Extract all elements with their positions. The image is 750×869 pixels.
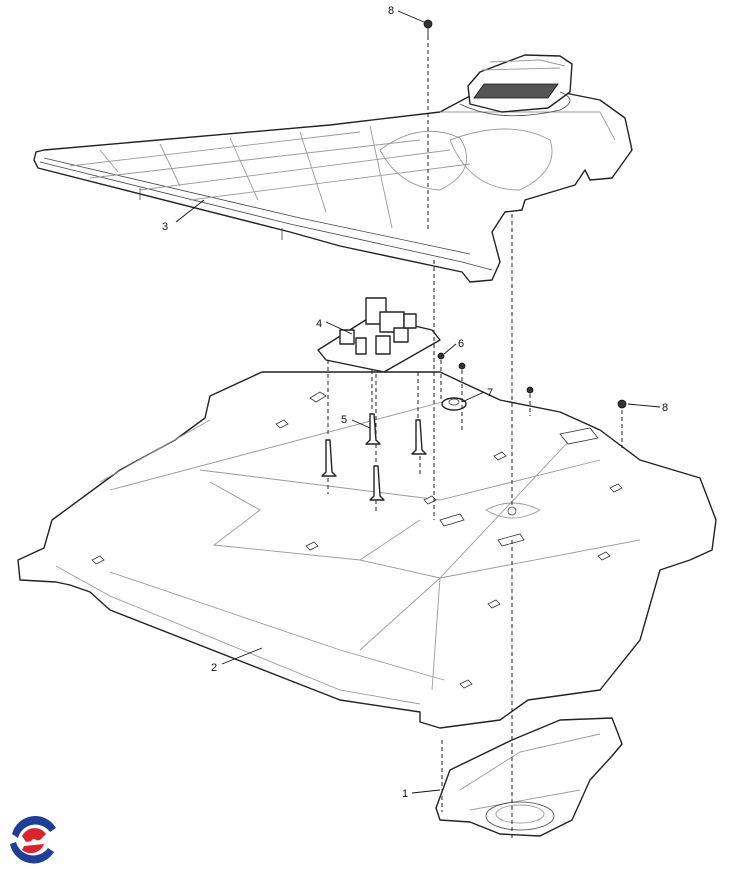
callout-1: 1 — [402, 788, 408, 800]
callout-8-top: 8 — [388, 5, 394, 17]
standoffs — [321, 413, 427, 501]
callout-2: 2 — [211, 662, 217, 674]
lower-tray — [435, 717, 623, 837]
brand-logo-icon — [10, 816, 56, 864]
floor-panel — [17, 371, 717, 729]
alignment-lines — [327, 36, 623, 840]
callout-5: 5 — [341, 414, 347, 426]
circuit-board — [317, 297, 441, 373]
callout-3: 3 — [162, 221, 168, 233]
upper-trim-panel — [33, 54, 633, 283]
callout-6: 6 — [458, 338, 464, 350]
callout-8-right: 8 — [662, 402, 668, 414]
fasteners — [423, 19, 627, 411]
callout-7: 7 — [487, 387, 493, 399]
callout-labels: 1 2 3 4 5 6 7 8 8 — [162, 5, 668, 800]
callout-4: 4 — [316, 318, 322, 330]
leader-lines — [175, 10, 661, 794]
